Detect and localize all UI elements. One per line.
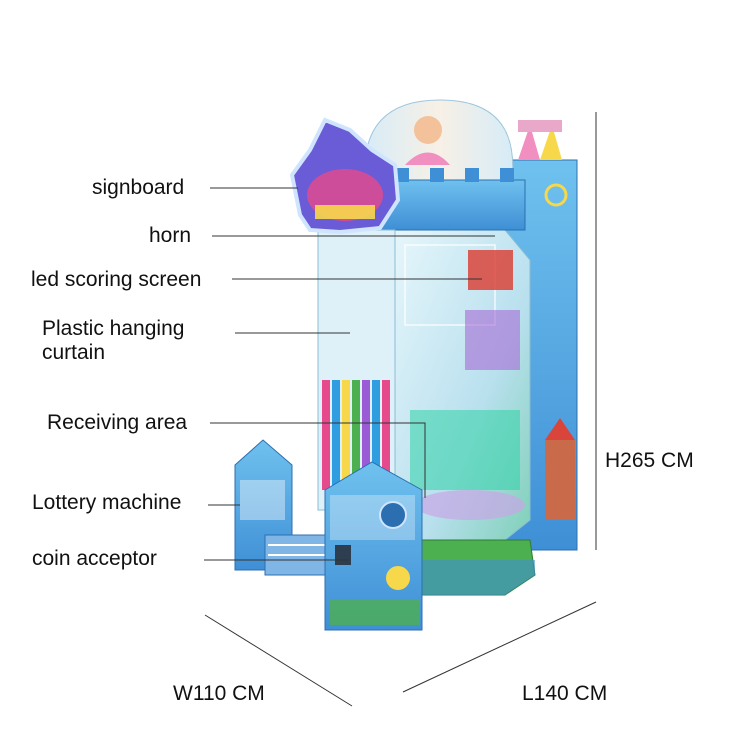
label-lottery-machine: Lottery machine bbox=[32, 491, 182, 514]
label-width: W110 CM bbox=[173, 682, 265, 705]
label-height: H265 CM bbox=[605, 449, 694, 472]
led-screen bbox=[468, 250, 513, 290]
coin-cabinet bbox=[324, 461, 423, 631]
dome bbox=[364, 99, 514, 181]
label-coin-acceptor: coin acceptor bbox=[32, 547, 157, 570]
length-dimension-line bbox=[402, 601, 597, 693]
receiving-leader bbox=[210, 422, 426, 498]
width-dimension-line bbox=[204, 614, 353, 707]
label-length: L140 CM bbox=[522, 682, 608, 705]
glass-cabinet bbox=[394, 229, 531, 541]
label-receiving-area: Receiving area bbox=[47, 411, 188, 434]
label-plastic-hanging-curtain: Plastic hanging curtain bbox=[42, 317, 185, 364]
label-led-scoring-screen: led scoring screen bbox=[31, 268, 202, 291]
signboard-shape bbox=[289, 117, 401, 235]
lottery-machine bbox=[234, 439, 336, 576]
label-signboard: signboard bbox=[92, 176, 185, 199]
label-horn: horn bbox=[149, 224, 192, 247]
